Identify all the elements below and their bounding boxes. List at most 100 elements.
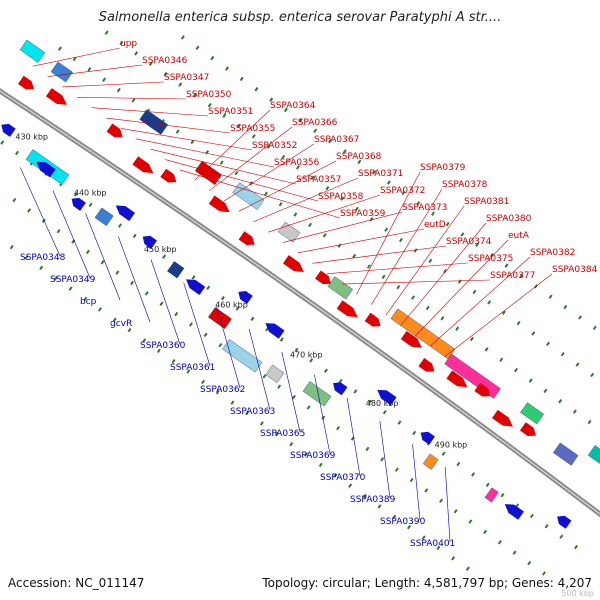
tick-mark bbox=[572, 409, 577, 414]
tick-mark bbox=[519, 273, 524, 279]
forward-gene-label: SSPA0357 bbox=[296, 175, 341, 185]
reverse-label-connector bbox=[85, 213, 121, 301]
tick-mark bbox=[235, 306, 240, 311]
gene-block bbox=[94, 207, 114, 227]
tick-mark bbox=[401, 190, 406, 196]
tick-mark bbox=[57, 46, 62, 51]
gene-block bbox=[552, 442, 579, 466]
tick-mark bbox=[457, 279, 462, 284]
tick-mark bbox=[225, 66, 229, 71]
tick-mark bbox=[500, 492, 505, 498]
tick-mark bbox=[318, 462, 323, 468]
tick-mark bbox=[68, 286, 73, 291]
tick-mark bbox=[382, 410, 387, 415]
forward-gene-label: SSPA0359 bbox=[340, 209, 386, 219]
forward-gene-label: SSPA0378 bbox=[442, 180, 488, 190]
reverse-label-connector bbox=[216, 305, 241, 389]
tick-mark bbox=[263, 191, 268, 197]
tick-mark bbox=[353, 389, 358, 394]
kbp-label: 440 kbp bbox=[74, 188, 107, 197]
forward-label-connector bbox=[370, 188, 443, 305]
reverse-label-connector bbox=[444, 467, 451, 543]
forward-label-connector bbox=[62, 81, 165, 88]
tick-mark bbox=[293, 212, 298, 217]
tick-mark bbox=[377, 504, 382, 509]
forward-gene-label: SSPA0368 bbox=[336, 152, 382, 162]
tick-mark bbox=[366, 264, 371, 269]
tick-mark bbox=[313, 128, 318, 133]
gene-block bbox=[327, 276, 354, 300]
tick-mark bbox=[542, 571, 546, 576]
forward-label-connector bbox=[429, 256, 531, 347]
reverse-gene-arrow bbox=[36, 161, 56, 178]
tick-mark bbox=[112, 317, 117, 322]
tick-mark bbox=[163, 71, 168, 77]
tick-mark bbox=[544, 524, 549, 529]
tick-mark bbox=[368, 399, 373, 405]
reverse-gene-label: gcvR bbox=[110, 319, 132, 329]
tick-mark bbox=[411, 295, 415, 300]
forward-gene-arrow bbox=[282, 255, 304, 272]
tick-mark bbox=[516, 320, 521, 326]
tick-mark bbox=[278, 201, 283, 207]
forward-label-connector bbox=[150, 148, 297, 185]
tick-mark bbox=[529, 513, 534, 519]
kbp-label: 430 kbp bbox=[15, 133, 48, 142]
tick-mark bbox=[412, 430, 417, 436]
tick-mark bbox=[88, 202, 93, 207]
reverse-label-connector bbox=[118, 236, 151, 323]
tick-mark bbox=[308, 222, 313, 228]
gene-block bbox=[222, 339, 263, 373]
tick-mark bbox=[430, 211, 435, 216]
tick-mark bbox=[87, 67, 92, 72]
forward-gene-arrow bbox=[160, 168, 177, 183]
tick-mark bbox=[203, 332, 208, 338]
tick-mark bbox=[289, 441, 294, 447]
tick-mark bbox=[471, 472, 476, 477]
reverse-gene-label: SSPA0349 bbox=[50, 275, 96, 285]
forward-gene-arrow bbox=[519, 422, 536, 436]
tick-mark bbox=[162, 254, 167, 259]
tick-mark bbox=[279, 337, 284, 342]
forward-gene-label: SSPA0380 bbox=[486, 214, 532, 224]
tick-mark bbox=[309, 358, 314, 363]
tick-mark bbox=[445, 221, 450, 227]
tick-mark bbox=[362, 493, 367, 499]
tick-mark bbox=[559, 534, 564, 539]
forward-gene-label: eutA bbox=[508, 231, 530, 241]
forward-gene-label: SSPA0381 bbox=[464, 197, 509, 207]
reverse-gene-arrow bbox=[71, 197, 86, 211]
gene-block bbox=[167, 261, 185, 279]
tick-mark bbox=[119, 40, 124, 46]
gene-block bbox=[484, 487, 499, 503]
tick-mark bbox=[56, 228, 61, 234]
reverse-gene-arrow bbox=[142, 235, 158, 249]
forward-label-connector bbox=[223, 143, 315, 202]
reverse-gene-arrow bbox=[377, 389, 397, 406]
genome-title: Salmonella enterica subsp. enterica sero… bbox=[98, 10, 502, 25]
tick-mark bbox=[386, 180, 391, 185]
tick-mark bbox=[323, 368, 328, 373]
tick-mark bbox=[497, 540, 502, 545]
tick-mark bbox=[413, 248, 418, 253]
tick-mark bbox=[115, 270, 120, 275]
forward-gene-arrow bbox=[106, 123, 123, 138]
forward-gene-arrow bbox=[17, 75, 34, 90]
tick-mark bbox=[465, 566, 470, 571]
tick-mark bbox=[171, 358, 176, 364]
tick-mark bbox=[421, 535, 426, 540]
tick-mark bbox=[12, 197, 17, 203]
forward-gene-label: SSPA0384 bbox=[552, 265, 598, 275]
tick-mark bbox=[469, 336, 474, 342]
tick-mark bbox=[72, 56, 77, 62]
reverse-label-connector bbox=[346, 397, 361, 477]
tick-mark bbox=[237, 123, 242, 129]
kbp-label: 490 kbp bbox=[435, 440, 468, 449]
tick-mark bbox=[201, 379, 205, 385]
forward-label-connector bbox=[312, 245, 447, 264]
reverse-label-connector bbox=[248, 328, 271, 411]
tick-mark bbox=[298, 118, 303, 123]
reverse-gene-label: SSPA0361 bbox=[170, 363, 215, 373]
